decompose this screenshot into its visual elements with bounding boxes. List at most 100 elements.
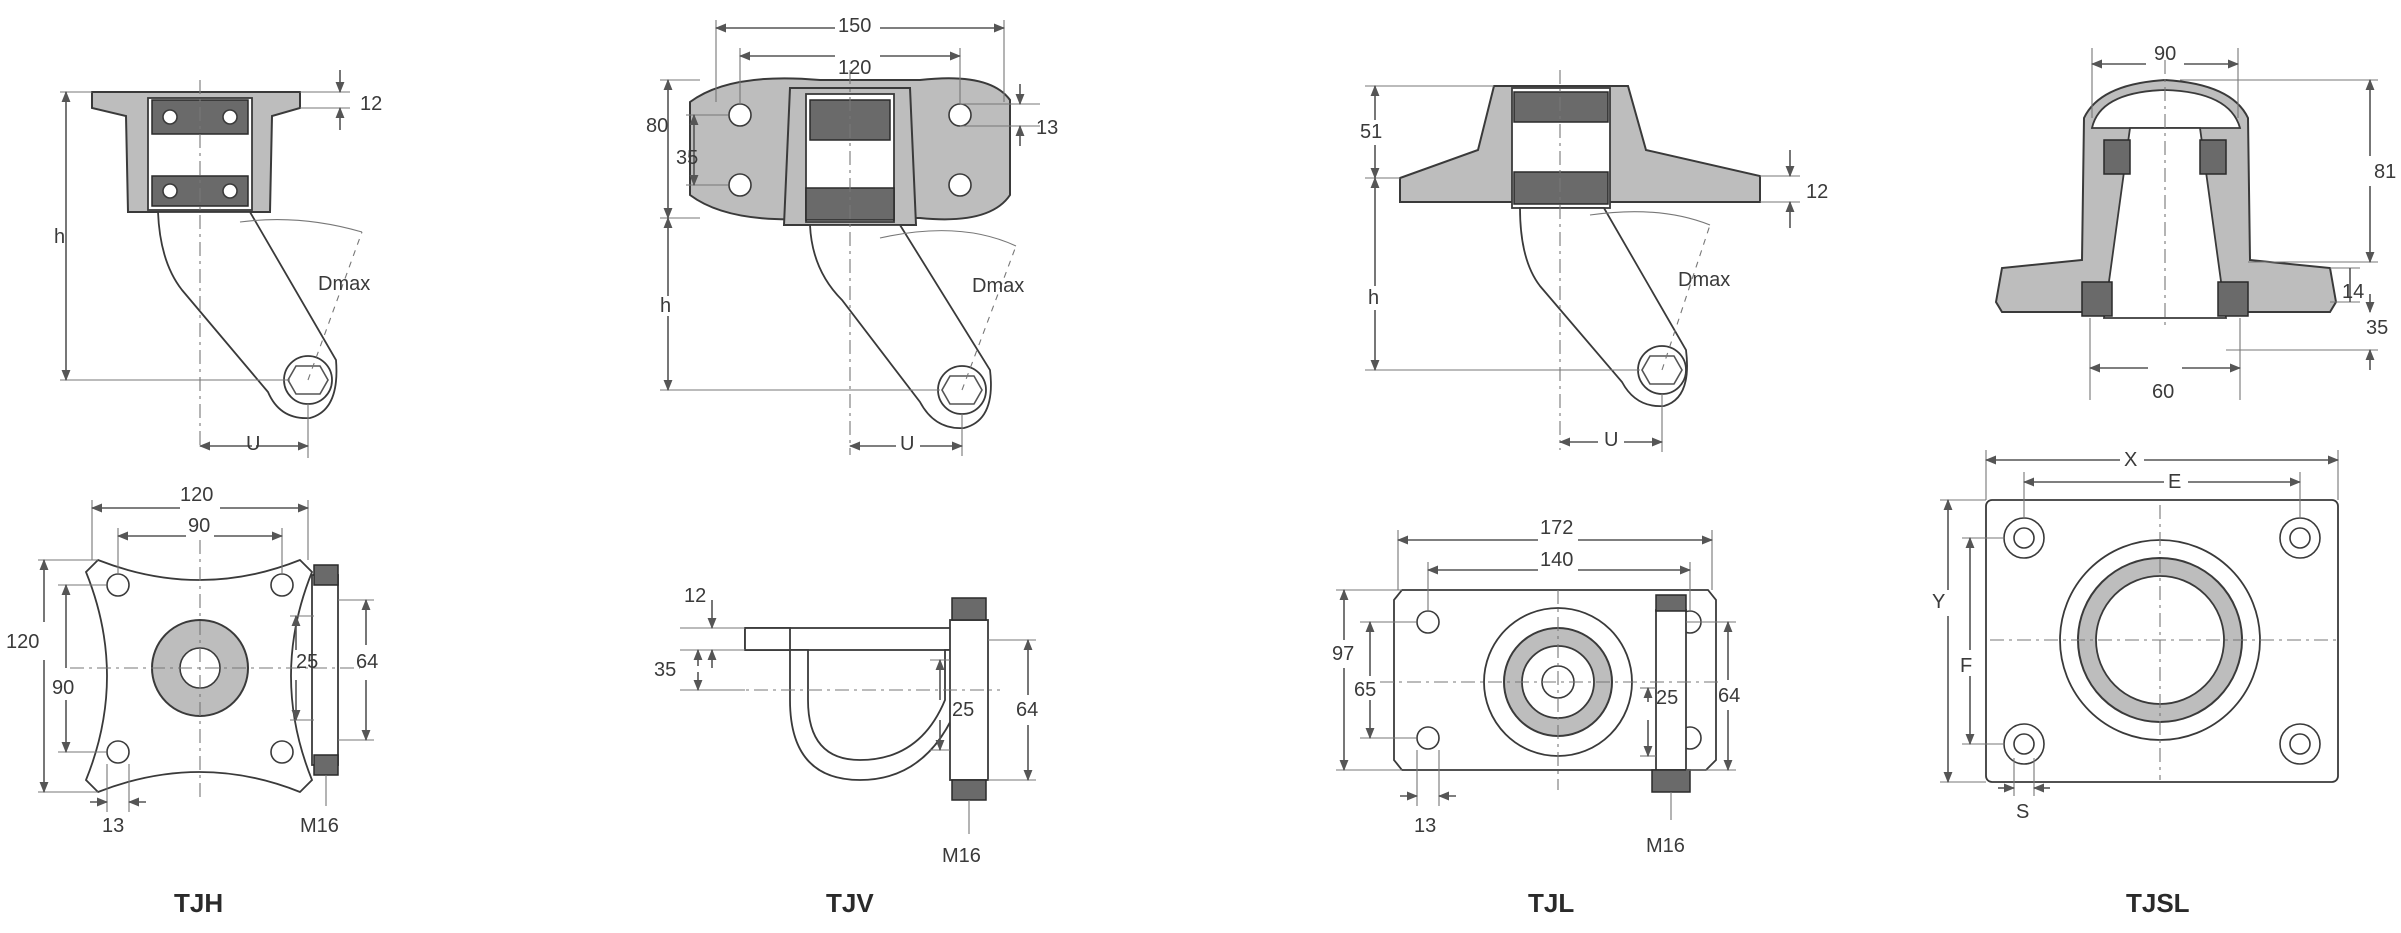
tjv-height-inner-label: 35	[676, 147, 698, 169]
tjh-height-inner-label: 90	[52, 677, 74, 699]
tjl-hole-label: 13	[1414, 815, 1436, 837]
tjh-drawing: 12 h Dmax U	[6, 70, 382, 918]
tjsl-lower-bearing-right	[2217, 281, 2249, 317]
tjv-hole-label: 13	[1036, 117, 1058, 139]
tjv-mount-hole	[728, 103, 752, 127]
tjh-side-view: 12 h Dmax U	[54, 70, 382, 458]
tjv-drawing: 150 120 80 35 13 h Dmax	[646, 15, 1058, 918]
tjsl-side-view: 90 81 14 35 60	[1994, 43, 2396, 403]
tjl-title: TJL	[1528, 888, 1574, 918]
tjl-top-label: 51	[1360, 121, 1382, 143]
tjh-mount-hole	[106, 573, 130, 597]
tjsl-f-label: F	[1960, 655, 1972, 677]
tjh-ball	[162, 183, 178, 199]
tjl-width-inner-label: 140	[1540, 549, 1573, 571]
tjl-offset-label: U	[1604, 429, 1618, 451]
tjv-wheel-gap-label: 25	[952, 699, 974, 721]
tjsl-bottom-width-label: 60	[2152, 381, 2174, 403]
tjh-bolt-nut	[313, 754, 339, 776]
tjl-axle-hex	[1641, 355, 1683, 385]
tjl-dmax-radius	[1661, 224, 1711, 371]
tjsl-base-label: 35	[2366, 317, 2388, 339]
tjsl-flange-label: 14	[2342, 281, 2364, 303]
tjv-axle-hex	[941, 375, 983, 405]
tjh-hole-label: 13	[102, 815, 124, 837]
tjv-plan-view: 12 35 25 64 M16	[654, 585, 1038, 867]
tjl-dmax-label: Dmax	[1678, 269, 1730, 291]
tjl-plate-label: 12	[1806, 181, 1828, 203]
tjh-height-label: h	[54, 226, 65, 248]
tjh-wheel-profile	[311, 574, 339, 766]
tjv-bolt-nut	[951, 779, 987, 801]
tjv-width-inner-label: 120	[838, 57, 871, 79]
tjv-offset-label: 35	[654, 659, 676, 681]
tjsl-mount-hole	[2013, 527, 2035, 549]
tjl-height-inner-label: 65	[1354, 679, 1376, 701]
tjv-flange-stub	[744, 627, 791, 651]
tjsl-upper-bearing-right	[2199, 139, 2227, 175]
tjsl-x-label: X	[2124, 449, 2137, 471]
tjv-lower-bearing	[805, 187, 895, 221]
tjv-fork-yoke	[789, 649, 961, 781]
tjv-height-label: h	[660, 295, 671, 317]
tjsl-mount-hole	[2289, 733, 2311, 755]
tjh-wheel-width-label: 64	[356, 651, 378, 673]
tjl-bolt-nut	[1651, 769, 1691, 793]
tjl-wheel-width-label: 64	[1718, 685, 1740, 707]
tjl-mount-hole	[1416, 726, 1440, 750]
tjv-dmax-radius	[961, 245, 1017, 391]
tjsl-top-width-label: 90	[2154, 43, 2176, 65]
tjh-top-value: 12	[360, 93, 382, 115]
tjv-mount-hole	[948, 103, 972, 127]
tjl-drawing: 51 12 h Dmax U	[1332, 70, 1828, 918]
tjsl-title: TJSL	[2126, 888, 2190, 918]
tjl-swing-arc	[1589, 211, 1711, 226]
tjv-height-outer-label: 80	[646, 115, 668, 137]
tjsl-upper-bearing-left	[2103, 139, 2131, 175]
tjsl-lower-bearing-left	[2081, 281, 2113, 317]
tjv-bolt-head	[951, 597, 987, 621]
tjh-ball	[222, 109, 238, 125]
tjl-bolt-head	[1655, 594, 1687, 612]
tjv-swing-arc	[879, 230, 1017, 247]
tjsl-plan-view: X E Y F S	[1932, 449, 2340, 823]
tjl-wheel-gap-label: 25	[1656, 687, 1678, 709]
tjh-plan-view: 120 90 120 90 13 M16	[6, 484, 378, 837]
tjl-side-view: 51 12 h Dmax U	[1360, 70, 1828, 452]
tjl-height-label: h	[1368, 287, 1379, 309]
tjl-lower-bearing	[1513, 171, 1609, 205]
tjl-plan-view: 172 140 97 65 13 25	[1332, 517, 1740, 857]
tjl-upper-bearing	[1513, 91, 1609, 123]
tjh-ball	[162, 109, 178, 125]
tjv-mount-hole	[948, 173, 972, 197]
tjv-thickness-label: 12	[684, 585, 706, 607]
tjsl-e-label: E	[2168, 471, 2181, 493]
tjh-swing-arc	[239, 219, 363, 233]
tjsl-y-label: Y	[1932, 591, 1945, 613]
tjl-mount-hole	[1416, 610, 1440, 634]
tjsl-s-label: S	[2016, 801, 2029, 823]
tjsl-drawing: 90 81 14 35 60	[1932, 43, 2396, 918]
tjh-mount-hole	[270, 740, 294, 764]
tjsl-mount-hole	[2289, 527, 2311, 549]
tjh-height-outer-label: 120	[6, 631, 39, 653]
tjv-offset-label: U	[900, 433, 914, 455]
tjl-height-outer-label: 97	[1332, 643, 1354, 665]
tjsl-mount-hole	[2013, 733, 2035, 755]
tjv-side-view: 150 120 80 35 13 h Dmax	[646, 15, 1058, 456]
tjh-wheel-gap-label: 25	[296, 651, 318, 673]
tjl-wheel-profile	[1655, 609, 1687, 771]
tjh-bolt-label: M16	[300, 815, 339, 837]
tjv-width-outer-label: 150	[838, 15, 871, 37]
tjv-dmax-label: Dmax	[972, 275, 1024, 297]
tjh-offset-label: U	[246, 433, 260, 455]
tjh-ball	[222, 183, 238, 199]
tjsl-height-label: 81	[2374, 161, 2396, 183]
tjh-mount-hole	[106, 740, 130, 764]
tjv-bolt-label: M16	[942, 845, 981, 867]
tjh-mount-hole	[270, 573, 294, 597]
tjv-mount-hole	[728, 173, 752, 197]
tjl-bolt-label: M16	[1646, 835, 1685, 857]
tjl-width-outer-label: 172	[1540, 517, 1573, 539]
